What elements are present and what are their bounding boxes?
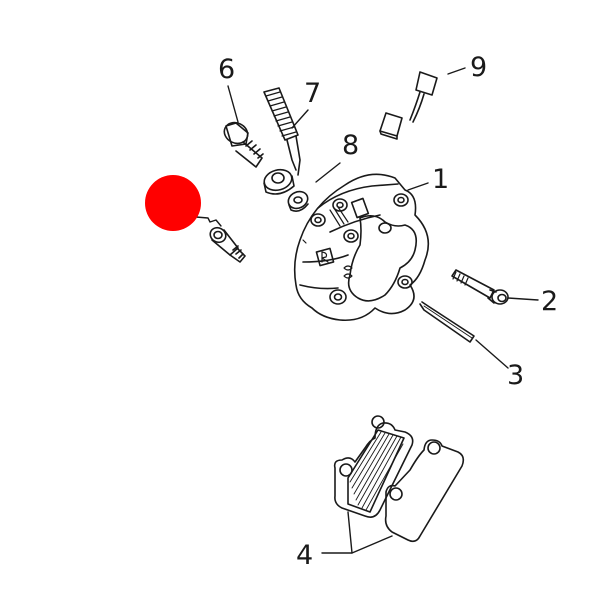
callout-6: 6 xyxy=(218,54,236,85)
red-marker-dot[interactable] xyxy=(145,175,201,231)
callout-2: 2 xyxy=(541,286,559,317)
part-4-pads xyxy=(333,415,465,543)
callout-1: 1 xyxy=(432,164,450,195)
part-7-hose xyxy=(263,87,301,195)
part-3-pin xyxy=(419,301,475,343)
bleed-nipple xyxy=(209,226,246,263)
callout-8: 8 xyxy=(342,130,360,161)
part-8-washer xyxy=(287,190,309,212)
callout-3: 3 xyxy=(507,360,525,391)
part-2-pin-bolt xyxy=(451,269,509,305)
leader-lines xyxy=(195,67,539,554)
part-9-clip xyxy=(379,71,438,140)
callout-4: 4 xyxy=(296,540,314,571)
part-6-banjo-bolt xyxy=(223,121,264,168)
callout-7: 7 xyxy=(304,78,322,109)
part-1-caliper xyxy=(293,173,430,322)
callout-9: 9 xyxy=(470,52,488,83)
